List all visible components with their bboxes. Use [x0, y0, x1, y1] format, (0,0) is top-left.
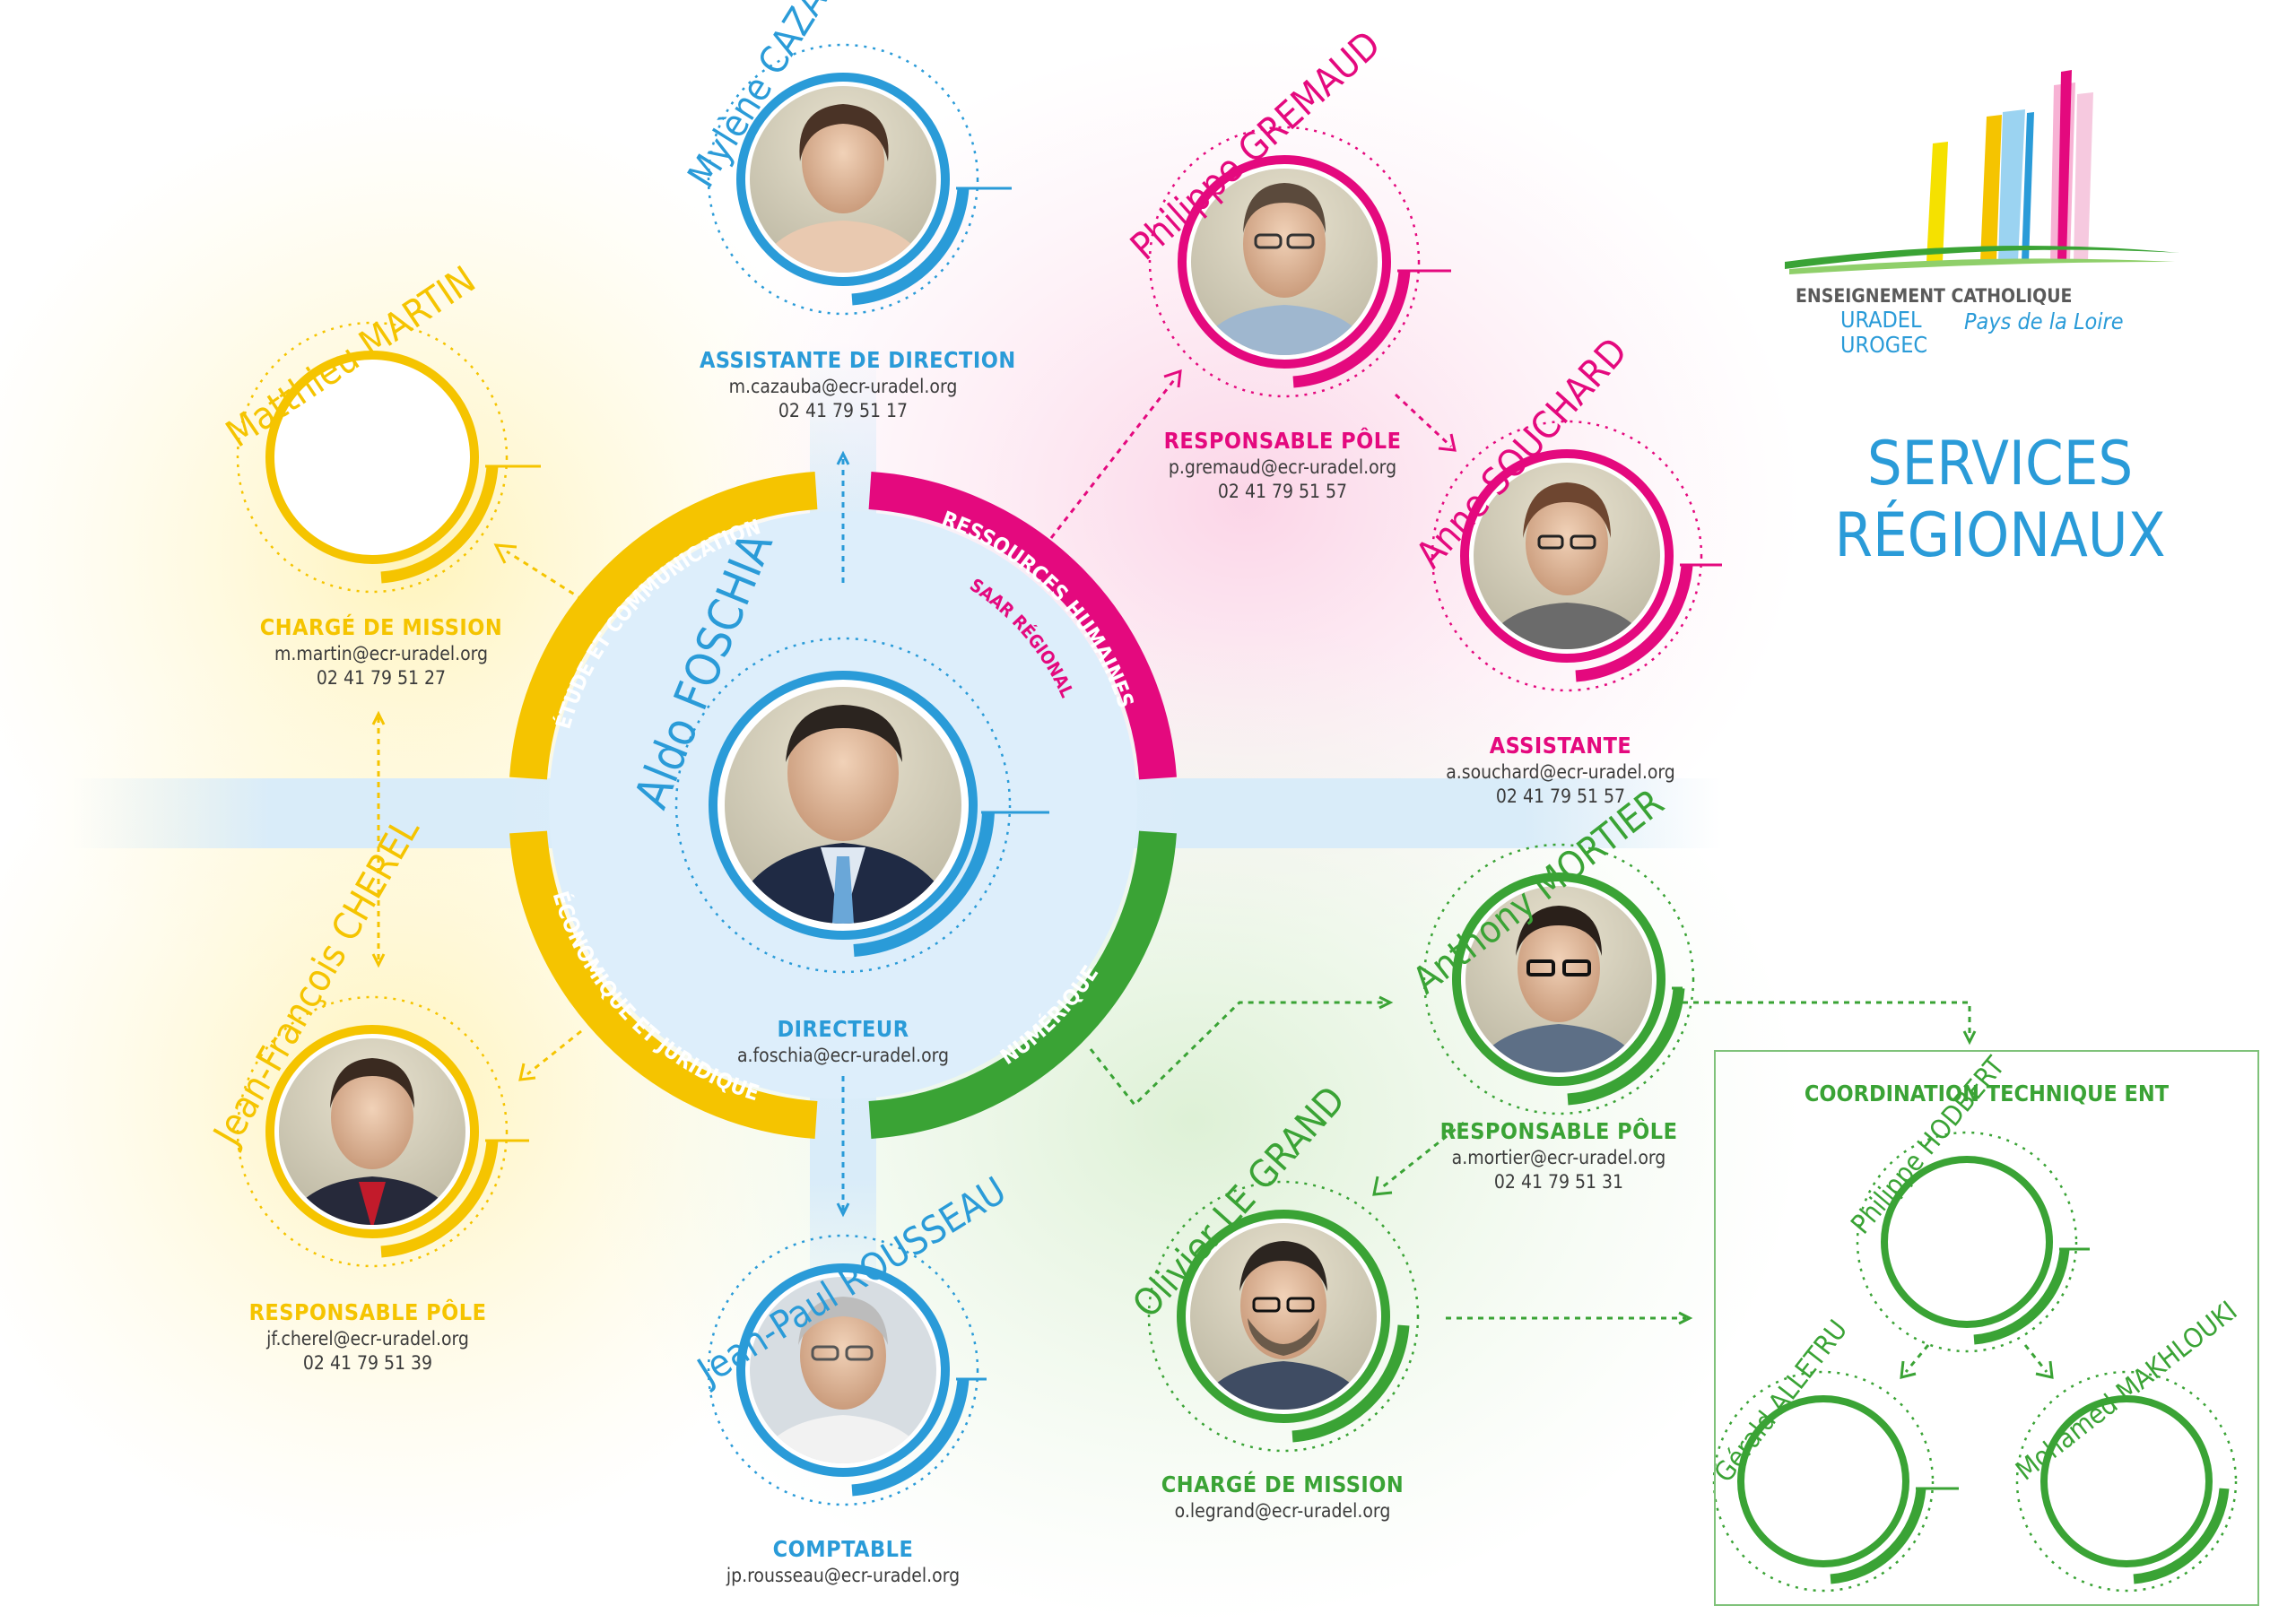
email-rousseau: jp.rousseau@ecr-uradel.org	[726, 1565, 961, 1586]
phone-souchard: 02 41 79 51 57	[1495, 785, 1626, 807]
person-foschia	[674, 637, 1049, 974]
person-makhlouki	[2015, 1370, 2238, 1593]
person-cherel	[236, 995, 529, 1268]
info-legrand: CHARGÉ DE MISSION o.legrand@ecr-uradel.o…	[1148, 1471, 1417, 1523]
info-souchard: ASSISTANTE a.souchard@ecr-uradel.org 02 …	[1426, 732, 1695, 809]
ent-title: COORDINATION TECHNIQUE ENT	[1804, 1081, 2170, 1107]
pole-arc-eco	[509, 830, 818, 1139]
pole-arcs	[509, 472, 1177, 1139]
phone-martin: 02 41 79 51 27	[316, 666, 447, 689]
role-foschia: DIRECTEUR	[777, 1016, 909, 1042]
page-title-line2: RÉGIONAUX	[1834, 500, 2166, 572]
logo-region: Pays de la Loire	[1964, 308, 2124, 334]
page-title-line1: SERVICES	[1866, 429, 2134, 499]
phone-mortier: 02 41 79 51 31	[1493, 1170, 1624, 1193]
info-cazauba: ASSISTANTE DE DIRECTION m.cazauba@ecr-ur…	[700, 346, 1016, 423]
person-rousseau	[707, 1234, 987, 1506]
pole-arc-num	[868, 830, 1177, 1139]
email-gremaud: p.gremaud@ecr-uradel.org	[1168, 456, 1397, 478]
info-gremaud: RESPONSABLE PÔLE p.gremaud@ecr-uradel.or…	[1148, 427, 1417, 504]
person-legrand	[1147, 1180, 1420, 1453]
phone-gremaud: 02 41 79 51 57	[1217, 480, 1348, 502]
role-cherel: RESPONSABLE PÔLE	[248, 1299, 487, 1325]
email-souchard: a.souchard@ecr-uradel.org	[1446, 761, 1675, 783]
person-mortier	[1422, 843, 1695, 1115]
role-mortier: RESPONSABLE PÔLE	[1439, 1118, 1678, 1144]
pole-arc-rh	[868, 472, 1177, 780]
role-rousseau: COMPTABLE	[772, 1536, 914, 1562]
info-foschia: DIRECTEUR a.foschia@ecr-uradel.org	[709, 1015, 978, 1068]
person-souchard	[1431, 420, 1722, 692]
person-cazauba	[707, 43, 1012, 316]
pole-arc-etude	[509, 472, 818, 780]
photo-souchard	[1474, 463, 1660, 649]
email-legrand: o.legrand@ecr-uradel.org	[1174, 1500, 1391, 1522]
person-gremaud	[1148, 126, 1451, 398]
connectors	[371, 369, 2054, 1379]
photo-mortier	[1465, 886, 1652, 1072]
logo-unit1: URADEL	[1840, 307, 1922, 333]
ent-coordination-box: COORDINATION TECHNIQUE ENT	[1714, 1050, 2259, 1606]
photo-cazauba	[750, 86, 936, 273]
email-cherel: jf.cherel@ecr-uradel.org	[266, 1328, 469, 1350]
page-title: SERVICES RÉGIONAUX	[1794, 429, 2206, 572]
role-martin: CHARGÉ DE MISSION	[259, 614, 503, 640]
info-cherel: RESPONSABLE PÔLE jf.cherel@ecr-uradel.or…	[233, 1298, 502, 1376]
email-mortier: a.mortier@ecr-uradel.org	[1451, 1147, 1666, 1168]
person-martin	[236, 321, 541, 594]
logo-unit2: UROGEC	[1840, 332, 1928, 358]
logo-mark	[1785, 70, 2179, 274]
email-martin: m.martin@ecr-uradel.org	[274, 643, 489, 664]
phone-cazauba: 02 41 79 51 17	[778, 399, 909, 421]
role-cazauba: ASSISTANTE DE DIRECTION	[700, 347, 1016, 373]
role-legrand: CHARGÉ DE MISSION	[1161, 1471, 1405, 1497]
email-foschia: a.foschia@ecr-uradel.org	[736, 1045, 950, 1066]
person-alletru	[1712, 1370, 1959, 1593]
info-rousseau: COMPTABLE jp.rousseau@ecr-uradel.org	[709, 1535, 978, 1588]
role-gremaud: RESPONSABLE PÔLE	[1163, 428, 1402, 454]
phone-cherel: 02 41 79 51 39	[302, 1351, 433, 1374]
info-martin: CHARGÉ DE MISSION m.martin@ecr-uradel.or…	[247, 613, 516, 690]
logo-org: ENSEIGNEMENT CATHOLIQUE	[1796, 285, 2073, 307]
email-cazauba: m.cazauba@ecr-uradel.org	[728, 376, 958, 397]
info-mortier: RESPONSABLE PÔLE a.mortier@ecr-uradel.or…	[1420, 1117, 1698, 1194]
role-souchard: ASSISTANTE	[1489, 733, 1632, 759]
person-hodbert	[1856, 1131, 2090, 1353]
